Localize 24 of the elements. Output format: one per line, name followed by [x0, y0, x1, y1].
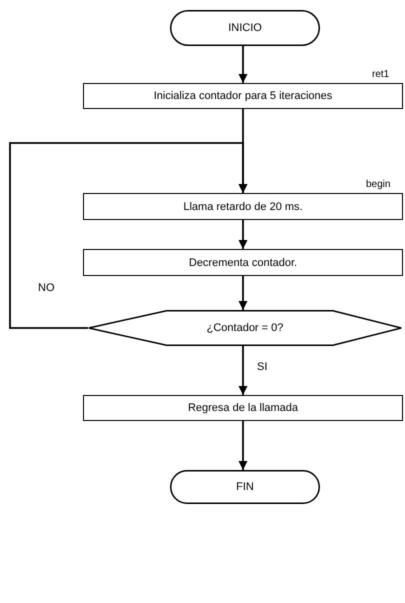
node-text: Inicializa contador para 5 iteraciones	[154, 90, 332, 102]
node-text: INICIO	[228, 22, 262, 34]
routine-label: begin	[366, 179, 390, 190]
routine-label: ret1	[372, 69, 390, 80]
arrow	[238, 421, 248, 470]
arrow	[238, 346, 248, 395]
arrow	[238, 46, 248, 83]
decision-hexagon	[88, 310, 402, 346]
node-text: ¿Contador = 0?	[206, 322, 284, 334]
node-text: FIN	[236, 481, 254, 493]
arrow	[9, 142, 248, 329]
process-box	[83, 83, 403, 109]
node-text: Llama retardo de 20 ms.	[183, 200, 303, 212]
terminal-shape	[170, 470, 320, 504]
edge-label: SI	[255, 360, 270, 372]
terminal-shape	[170, 10, 320, 46]
process-box	[83, 249, 403, 276]
process-box	[83, 193, 403, 220]
arrow	[238, 220, 248, 249]
edge-label: NO	[36, 282, 56, 294]
arrow	[238, 276, 248, 310]
node-text: Regresa de la llamada	[188, 402, 298, 414]
node-text: Decrementa contador.	[188, 256, 298, 268]
process-box	[83, 395, 403, 421]
